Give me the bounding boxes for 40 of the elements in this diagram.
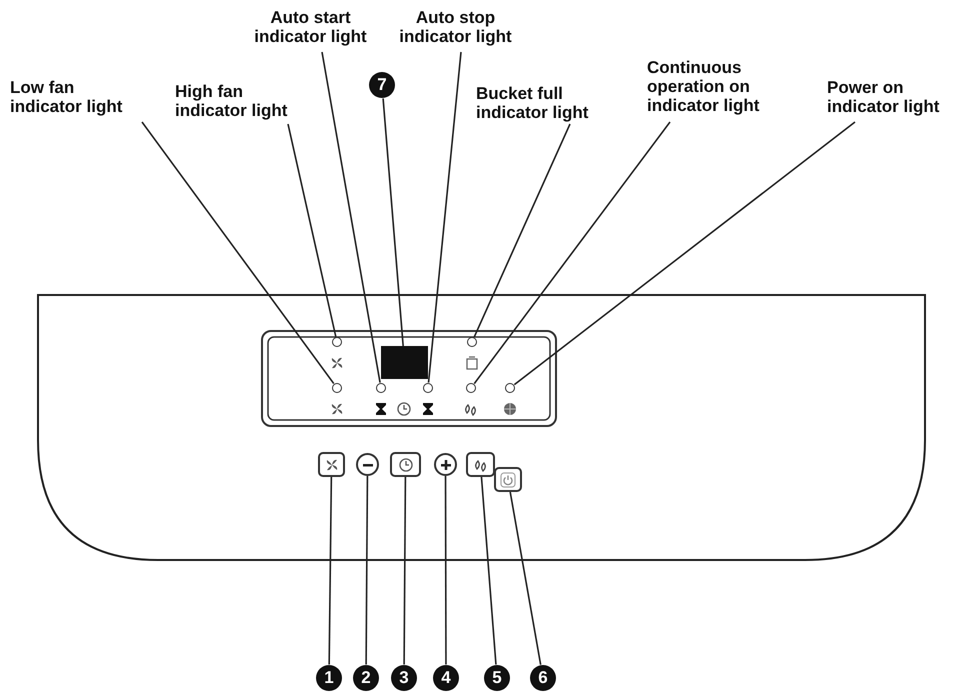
callout-label: Low fan indicator light [10,78,145,116]
leader-line [328,476,332,664]
leader-line [403,477,406,664]
leader-line [474,124,571,338]
indicator-light [332,383,342,393]
power-button [494,467,522,492]
fan-button [318,452,345,477]
continuous-button [466,452,495,477]
leader-line [382,98,404,346]
callout-label: High fan indicator light [175,82,310,120]
callout-label: Continuous operation on indicator light [647,58,787,115]
indicator-light [332,337,342,347]
leader-line [509,492,542,665]
callout-number: 3 [391,665,417,691]
callout-label: Bucket full indicator light [476,84,616,122]
callout-number: 6 [530,665,556,691]
leader-line [141,122,334,384]
timer-button [390,452,421,477]
indicator-light [505,383,515,393]
callout-number: 2 [353,665,379,691]
indicator-light [376,383,386,393]
leader-line [428,52,462,383]
callout-number: 1 [316,665,342,691]
indicator-light [467,337,477,347]
leader-line [321,52,381,383]
minus-button [356,453,379,476]
display-screen [381,346,428,379]
plus-button [434,453,457,476]
indicator-light [423,383,433,393]
indicator-light [466,383,476,393]
callout-label: Power on indicator light [827,78,962,116]
leader-line [480,476,497,665]
leader-line [365,476,368,664]
leader-line [287,124,337,337]
callout-number: 4 [433,665,459,691]
leader-line [514,121,856,386]
leader-line [474,122,671,384]
leader-line [444,476,447,664]
callout-number: 7 [369,72,395,98]
callout-number: 5 [484,665,510,691]
